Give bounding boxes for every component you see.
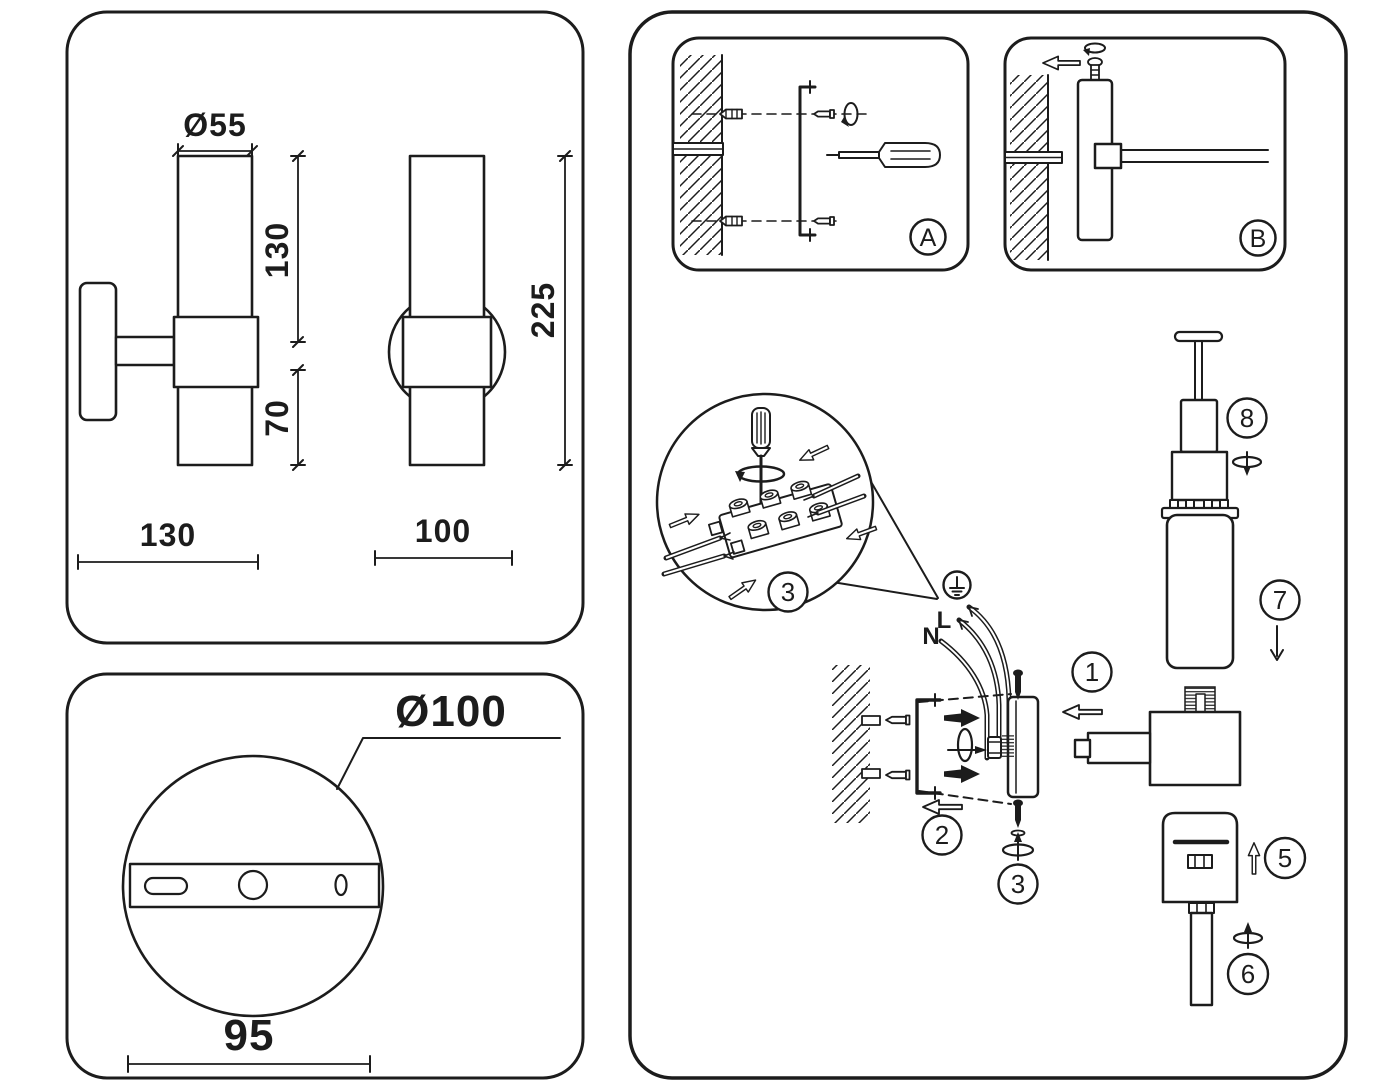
wall-bracket-tab (1004, 151, 1063, 164)
dim-label-width: 100 (415, 513, 471, 549)
screw-icon (885, 769, 911, 781)
supply-wires (938, 604, 1012, 761)
step-3-label: 3 (1011, 869, 1025, 899)
step-3-magnifier-badge: 3 (767, 571, 809, 613)
step-7-label: 7 (1273, 585, 1287, 615)
inset-a-label: A (920, 224, 937, 252)
step-5-badge: 5 (1263, 836, 1307, 880)
rotate-icon (947, 727, 987, 763)
step-8-label: 8 (1240, 403, 1254, 433)
step-5-label: 5 (1278, 843, 1292, 873)
inset-b: B (1003, 36, 1287, 272)
wire-label-live: L (937, 607, 952, 634)
screwdriver-icon (751, 407, 771, 512)
screw-icon (813, 216, 835, 226)
dim-diameter-55: Ø55 (172, 107, 258, 159)
screw-icon (813, 109, 835, 119)
elbow-arm-part (1073, 686, 1242, 787)
base-plate-drawing (121, 754, 385, 1018)
dim-label-lower-height: 70 (259, 399, 295, 437)
dim-total-height-225: 225 (525, 150, 573, 471)
inset-a: A (671, 36, 970, 272)
dim-mount-width-95: 95 (127, 1011, 371, 1073)
terminal-block (707, 480, 843, 559)
screw-icon (1010, 799, 1026, 837)
dim-label-mount-width: 95 (224, 1011, 275, 1060)
terminal-connector (987, 735, 1014, 759)
stem-tube-part: 6 (1188, 902, 1270, 1007)
rotate-icon (841, 102, 859, 127)
screw-icon (1013, 669, 1023, 700)
step-1-label: 1 (1085, 657, 1099, 687)
panel-base-plate: Ø100 95 (65, 672, 585, 1080)
wire-label-neutral: N (922, 623, 939, 650)
step-7-badge: 7 (1259, 579, 1301, 621)
rotate-icon (1231, 451, 1263, 476)
arm-side (114, 335, 176, 367)
terminal-magnifier: 3 (655, 392, 939, 613)
step-6-label: 6 (1241, 959, 1255, 989)
glass-tube-front (408, 154, 486, 467)
inset-a-badge: A (909, 218, 947, 256)
wall-hatch (1010, 74, 1049, 261)
wall-assembly: 1 2 3 (832, 651, 1113, 905)
sconce-side-view (78, 154, 260, 467)
dim-width-100: 100 (374, 513, 513, 566)
dim-label-glass-height: 130 (259, 222, 295, 278)
dim-plate-diameter-100: Ø100 (336, 687, 561, 790)
dim-label-diameter: Ø55 (183, 107, 246, 143)
rotate-icon (1001, 832, 1035, 861)
wall-anchor-icon (719, 215, 743, 227)
sconce-front-view (387, 154, 507, 467)
wall-plate-side (78, 281, 118, 422)
mounting-slot (143, 876, 189, 896)
dim-label-total-height: 225 (525, 282, 561, 338)
down-arrow (1270, 625, 1284, 661)
mounting-bracket-section (798, 80, 817, 242)
step-3-badge: 3 (997, 863, 1039, 905)
inset-b-badge: B (1239, 219, 1277, 257)
step-2-label: 2 (935, 820, 949, 850)
dim-projection-130: 130 (77, 517, 259, 570)
screwdriver-icon (826, 142, 941, 168)
glass-shade-part: 7 (1165, 513, 1301, 670)
rotate-icon (1232, 922, 1264, 949)
dim-glass-height-130: 130 (259, 150, 306, 348)
dim-label-plate-diameter: Ø100 (395, 687, 507, 736)
step-8-badge: 8 (1226, 397, 1268, 439)
center-band-side (172, 315, 260, 389)
wall-bracket-tab (672, 142, 724, 156)
step-1-badge: 1 (1062, 651, 1113, 720)
magnifier-leader-lines (819, 479, 939, 600)
center-band-front (401, 315, 493, 389)
lamp-arm-side (1093, 142, 1269, 170)
switch-box-part: 5 (1161, 811, 1307, 904)
step-2-badge: 2 (921, 799, 963, 856)
screw-icon (885, 714, 911, 726)
inset-b-label: B (1250, 225, 1267, 253)
rotate-icon (1083, 42, 1106, 56)
panel-installation-border (628, 10, 1348, 1080)
wall-anchor-icon (719, 108, 743, 120)
ground-icon (942, 570, 972, 600)
wall-hatch (832, 665, 881, 823)
glass-tube-side (176, 154, 254, 467)
panel-dimensions: Ø55 130 70 225 130 (65, 10, 585, 645)
step-6-badge: 6 (1226, 952, 1270, 996)
alignment-dashes (918, 693, 1012, 805)
rotate-icon (735, 465, 786, 483)
cable-hole (237, 869, 269, 901)
panel-installation: A (628, 10, 1348, 1080)
wiring-junction: L N (922, 570, 1012, 761)
wires-in-magnifier (661, 473, 867, 577)
dim-lower-height-70: 70 (259, 364, 306, 471)
dim-label-projection: 130 (140, 517, 196, 553)
screw-hole (334, 873, 348, 897)
bulb-part: 8 (1160, 330, 1268, 520)
step-3-label: 3 (781, 577, 795, 607)
